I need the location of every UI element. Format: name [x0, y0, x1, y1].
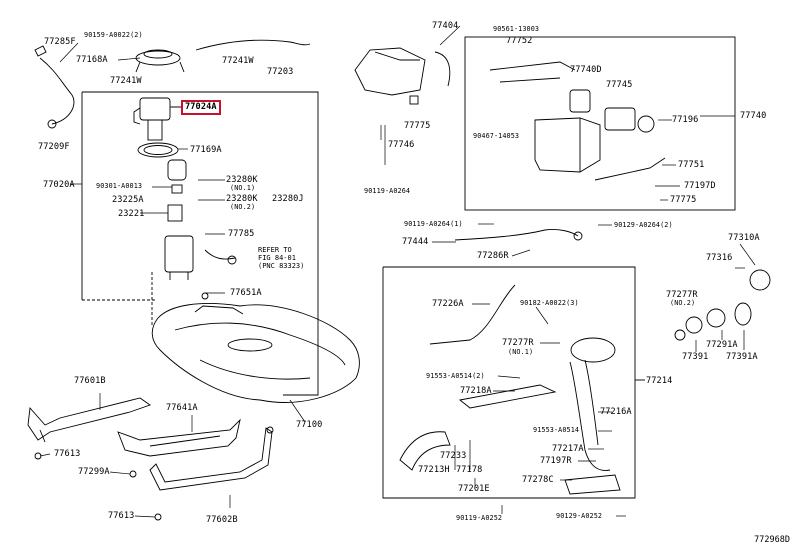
tank-band — [149, 426, 274, 491]
part-77197D-label[interactable]: 77197D — [684, 181, 716, 191]
part-77178-label[interactable]: 77178 — [456, 465, 483, 475]
part-77752-label[interactable]: 77752 — [506, 36, 533, 46]
gasket-ring — [137, 142, 179, 158]
canister-bracket — [354, 47, 426, 105]
charcoal-canister — [489, 61, 666, 181]
part-77196-label[interactable]: 77196 — [672, 115, 699, 125]
part-77785-label[interactable]: 77785 — [228, 229, 255, 239]
sender-wire — [34, 45, 75, 129]
part-77613-label-a[interactable]: 77613 — [54, 449, 81, 459]
part-77277R-label-a[interactable]: 77277R — [502, 338, 534, 348]
part-90182-label[interactable]: 90182-A0022(3) — [520, 299, 579, 307]
part-77024A-label-highlighted[interactable]: 77024A — [181, 100, 221, 115]
part-77201E-label[interactable]: 77201E — [458, 484, 490, 494]
part-77746-label[interactable]: 77746 — [388, 140, 415, 150]
part-77278C-label[interactable]: 77278C — [522, 475, 554, 485]
diagram-code: 772968D — [754, 535, 790, 545]
note-no2-b: (NO.2) — [670, 299, 696, 307]
part-23280K-label-a[interactable]: 23280K — [226, 175, 258, 185]
part-90159-label[interactable]: 90159-A0022(2) — [84, 31, 143, 39]
note-no1-b: (NO.1) — [508, 348, 534, 356]
part-90561-label[interactable]: 90561-13003 — [493, 25, 540, 33]
part-77285F-label[interactable]: 77285F — [44, 37, 76, 47]
part-77751-label[interactable]: 77751 — [678, 160, 705, 170]
fuel-cap-parts — [674, 269, 771, 341]
part-77168A-label[interactable]: 77168A — [76, 55, 108, 65]
part-77391A-label[interactable]: 77391A — [726, 352, 758, 362]
part-77740D-label[interactable]: 77740D — [570, 65, 602, 75]
part-77310A-label[interactable]: 77310A — [728, 233, 760, 243]
part-77203-label[interactable]: 77203 — [267, 67, 294, 77]
hose — [434, 51, 451, 87]
part-77740-label[interactable]: 77740 — [740, 111, 767, 121]
filler-pipe — [399, 284, 621, 495]
part-90129-label-a[interactable]: 90129-A0264(2) — [614, 221, 673, 229]
part-77745-label[interactable]: 77745 — [606, 80, 633, 90]
part-77233-label[interactable]: 77233 — [440, 451, 467, 461]
part-77241W-label-b[interactable]: 77241W — [110, 76, 142, 86]
part-90119-label-c[interactable]: 90119-A0252 — [456, 514, 503, 522]
note-no2: (NO.2) — [230, 203, 256, 211]
part-90119-label-a[interactable]: 90119-A0264 — [364, 187, 411, 195]
part-91553-label-a[interactable]: 91553-A0514(2) — [426, 372, 485, 380]
leader-lines — [39, 25, 756, 518]
part-77216A-label[interactable]: 77216A — [600, 407, 632, 417]
part-77316-label[interactable]: 77316 — [706, 253, 733, 263]
part-77286R-label[interactable]: 77286R — [477, 251, 509, 261]
part-77214-label[interactable]: 77214 — [646, 376, 673, 386]
part-23280J-label[interactable]: 23280J — [272, 194, 304, 204]
frame-pump-assembly — [81, 91, 319, 396]
part-77213H-label[interactable]: 77213H — [418, 465, 450, 475]
note-no1: (NO.1) — [230, 184, 256, 192]
tank-protector — [117, 418, 241, 457]
part-77641A-label[interactable]: 77641A — [166, 403, 198, 413]
part-77226A-label[interactable]: 77226A — [432, 299, 464, 309]
pump-plate — [135, 39, 311, 73]
part-77169A-label[interactable]: 77169A — [190, 145, 222, 155]
part-77391-label[interactable]: 77391 — [682, 352, 709, 362]
part-77277R-label-b[interactable]: 77277R — [666, 290, 698, 300]
frame-filler-assembly — [382, 266, 636, 499]
part-77241W-label-a[interactable]: 77241W — [222, 56, 254, 66]
part-77601B-label[interactable]: 77601B — [74, 376, 106, 386]
part-77299A-label[interactable]: 77299A — [78, 467, 110, 477]
part-77291A-label[interactable]: 77291A — [706, 340, 738, 350]
part-91553-label-b[interactable]: 91553-A0514 — [533, 426, 580, 434]
part-90301-label[interactable]: 90301-A0013 — [96, 182, 143, 190]
part-77444-label[interactable]: 77444 — [402, 237, 429, 247]
part-77775-label-a[interactable]: 77775 — [404, 121, 431, 131]
part-77602B-label[interactable]: 77602B — [206, 515, 238, 525]
part-90467-label[interactable]: 90467-14053 — [473, 132, 520, 140]
left-strap-protector — [27, 397, 151, 443]
part-77209F-label[interactable]: 77209F — [38, 142, 70, 152]
fuel-filter-parts — [164, 159, 237, 280]
fuel-pump-module — [133, 97, 182, 141]
bolts — [34, 452, 162, 521]
refer-note: REFER TO FIG 84-01 (PNC 83323) — [258, 246, 305, 270]
part-77613-label-b[interactable]: 77613 — [108, 511, 135, 521]
part-77197R-label[interactable]: 77197R — [540, 456, 572, 466]
part-77100-label[interactable]: 77100 — [296, 420, 323, 430]
part-90129-label-b[interactable]: 90129-A0252 — [556, 512, 603, 520]
vent-tube — [454, 229, 579, 241]
part-77651A-label[interactable]: 77651A — [230, 288, 262, 298]
part-90119-label-b[interactable]: 90119-A0264(1) — [404, 220, 463, 228]
part-23225A-label[interactable]: 23225A — [112, 195, 144, 205]
part-77775-label-b[interactable]: 77775 — [670, 195, 697, 205]
frame-canister-assembly — [464, 36, 736, 211]
part-77404-label[interactable]: 77404 — [432, 21, 459, 31]
part-77020A-label[interactable]: 77020A — [43, 180, 75, 190]
fuel-tank — [151, 292, 360, 403]
part-77218A-label[interactable]: 77218A — [460, 386, 492, 396]
part-23280K-label-b[interactable]: 23280K — [226, 194, 258, 204]
part-77217A-label[interactable]: 77217A — [552, 444, 584, 454]
part-23221-label[interactable]: 23221 — [118, 209, 145, 219]
